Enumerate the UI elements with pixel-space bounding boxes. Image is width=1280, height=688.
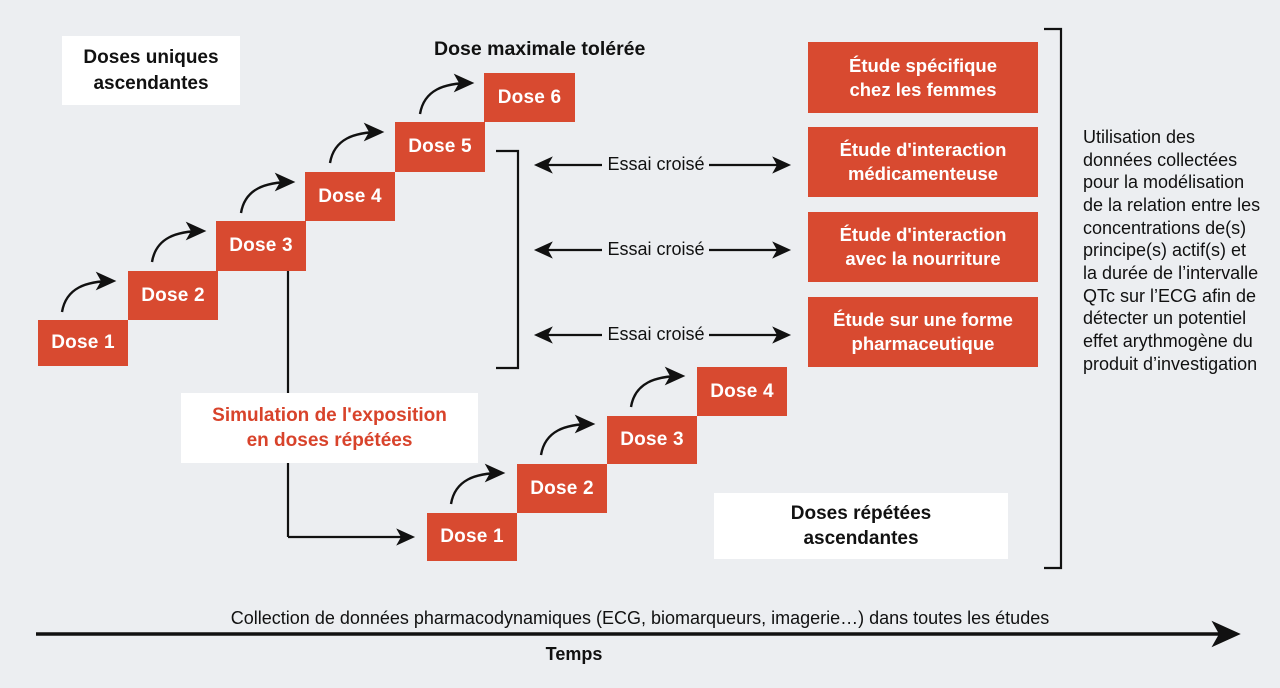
dose-box-lower-3[interactable]: Dose 3 — [607, 416, 697, 464]
study-line-1: Étude spécifique — [848, 54, 998, 76]
dose-box-upper-2[interactable]: Dose 2 — [128, 271, 218, 320]
crossover-bracket — [496, 149, 520, 370]
callout-line-2: ascendantes — [93, 72, 209, 94]
summary-note-text: Utilisation des données collectées pour … — [1083, 127, 1261, 374]
dose-box-upper-1[interactable]: Dose 1 — [38, 320, 128, 366]
dose-box-lower-2[interactable]: Dose 2 — [517, 464, 607, 513]
dose-box-upper-4[interactable]: Dose 4 — [305, 172, 395, 221]
callout-line-1: Doses uniques — [83, 47, 219, 69]
callout-simulation-repeated-exposure: Simulation de l'exposition en doses répé… — [181, 393, 478, 463]
study-box-food-interaction[interactable]: Étude d'interaction avec la nourriture — [808, 212, 1038, 282]
study-box-formulation[interactable]: Étude sur une forme pharmaceutique — [808, 297, 1038, 367]
study-line-2: médicamenteuse — [847, 163, 999, 184]
timeline-caption: Collection de données pharmacodynamiques… — [230, 608, 1050, 628]
crossover-label-1: Essai croisé — [607, 154, 705, 174]
step-arrow-2-3 — [150, 221, 207, 263]
study-line-2: chez les femmes — [849, 78, 997, 100]
rep-step-arrow-3-4 — [629, 366, 686, 408]
callout-line-1: Simulation de l'exposition — [212, 404, 447, 426]
step-arrow-5-6 — [418, 73, 475, 115]
crossover-label-2: Essai croisé — [607, 239, 705, 259]
dose-box-upper-3[interactable]: Dose 3 — [216, 221, 306, 271]
study-line-1: Étude d'interaction — [839, 139, 1007, 161]
max-tolerated-dose-title: Dose maximale tolérée — [434, 38, 646, 60]
study-line-2: pharmaceutique — [851, 333, 995, 354]
study-line-1: Étude d'interaction — [839, 224, 1007, 246]
timeline-axis-label: Temps — [545, 644, 603, 664]
study-box-drug-interaction[interactable]: Étude d'interaction médicamenteuse — [808, 127, 1038, 197]
rep-step-arrow-1-2 — [449, 463, 506, 505]
dose-box-upper-5[interactable]: Dose 5 — [395, 122, 485, 172]
step-arrow-1-2 — [60, 271, 117, 313]
study-line-2: avec la nourriture — [845, 248, 1001, 269]
step-arrow-3-4 — [239, 172, 296, 214]
callout-single-ascending-doses: Doses uniques ascendantes — [62, 36, 240, 105]
rep-step-arrow-2-3 — [539, 414, 596, 456]
dose-box-lower-4[interactable]: Dose 4 — [697, 367, 787, 416]
callout-line-2: ascendantes — [803, 528, 919, 549]
dose-box-upper-6[interactable]: Dose 6 — [484, 73, 575, 122]
crossover-label-3: Essai croisé — [607, 324, 705, 344]
callout-line-1: Doses répétées — [790, 502, 932, 524]
summary-bracket — [1044, 27, 1063, 570]
study-line-1: Étude sur une forme — [833, 309, 1013, 331]
study-box-women[interactable]: Étude spécifique chez les femmes — [808, 42, 1038, 113]
step-arrow-4-5 — [328, 122, 385, 164]
staircase-arrow-group-upper — [60, 73, 475, 313]
dose-box-lower-1[interactable]: Dose 1 — [427, 513, 517, 561]
callout-line-2: en doses répétées — [246, 430, 413, 451]
callout-repeated-ascending-doses: Doses répétées ascendantes — [714, 493, 1008, 559]
